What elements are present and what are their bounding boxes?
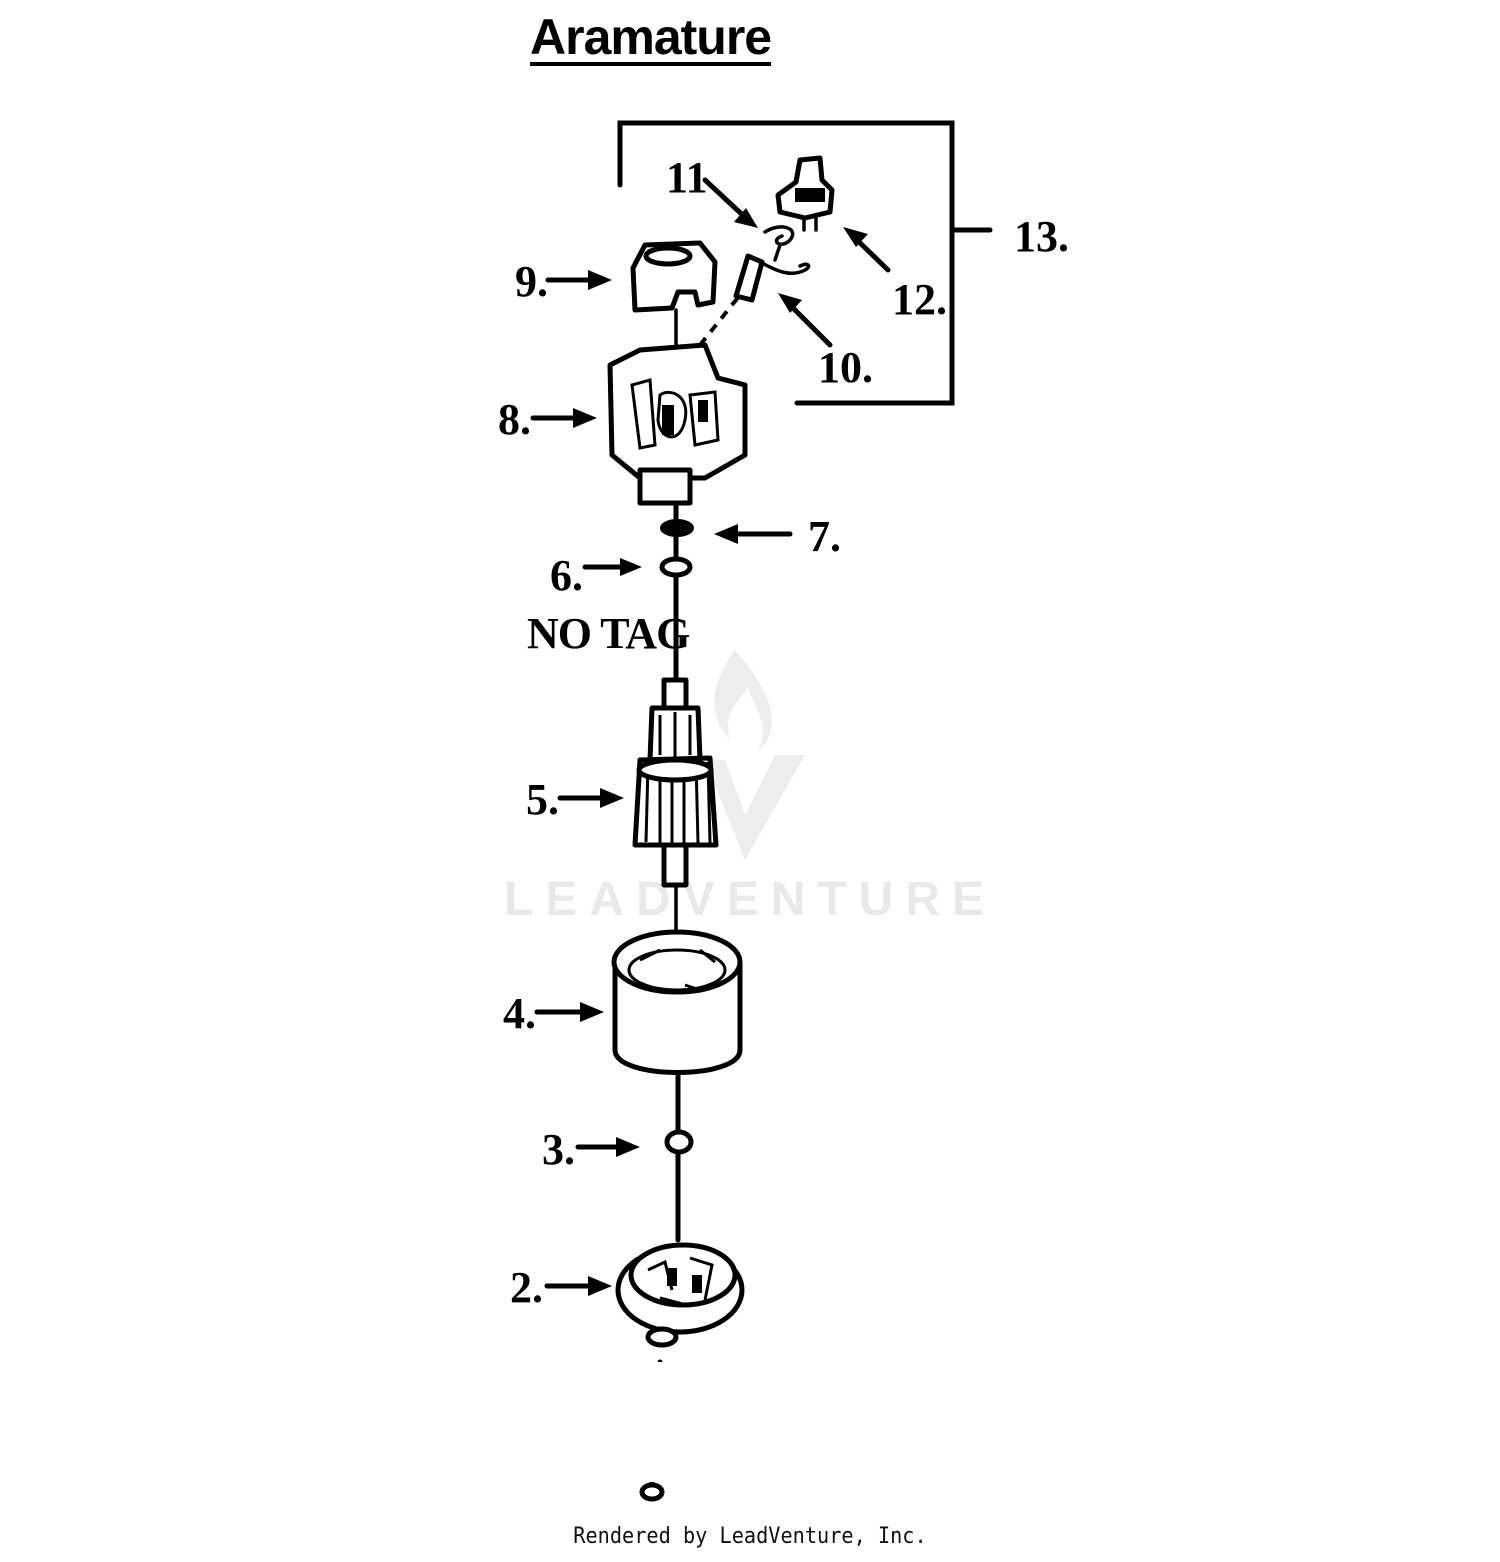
- callout-11: 11: [666, 153, 708, 202]
- callout-no-tag: NO TAG: [527, 609, 690, 658]
- rendered-by-footer: Rendered by LeadVenture, Inc.: [573, 1524, 927, 1549]
- part-armature-5: [632, 677, 719, 888]
- part-cap-9: [630, 240, 718, 347]
- part-end-cap-2: [615, 1242, 745, 1348]
- diagram-title: Aramature: [530, 9, 772, 65]
- part-washer-7: [660, 519, 694, 537]
- callout-9: 9.: [515, 257, 548, 306]
- callout-7: 7.: [808, 512, 841, 561]
- callout-5: 5.: [526, 775, 559, 824]
- part-washer-6: [659, 556, 693, 578]
- watermark-text: LEADVENTURE: [503, 873, 997, 926]
- callout-8: 8.: [498, 395, 531, 444]
- callout-6: 6.: [550, 551, 583, 600]
- callout-13: 13.: [1014, 212, 1069, 261]
- part-brush-10: [733, 253, 811, 303]
- bracket-13: [617, 120, 993, 406]
- callout-4: 4.: [503, 989, 536, 1038]
- part-terminal-12: [775, 155, 835, 232]
- dashed-connector: [698, 293, 742, 347]
- part-washer-3: [664, 1129, 694, 1155]
- callout-12: 12.: [892, 275, 947, 324]
- part-frame-4: [611, 929, 743, 1075]
- callout-10: 10.: [818, 343, 873, 392]
- part-spring-11: [763, 225, 795, 262]
- callout-3: 3.: [542, 1125, 575, 1174]
- callout-2: 2.: [510, 1263, 543, 1312]
- leader-arrows: [530, 177, 891, 1296]
- part-housing-8: [607, 342, 748, 506]
- part-through-bolt: [639, 1359, 665, 1502]
